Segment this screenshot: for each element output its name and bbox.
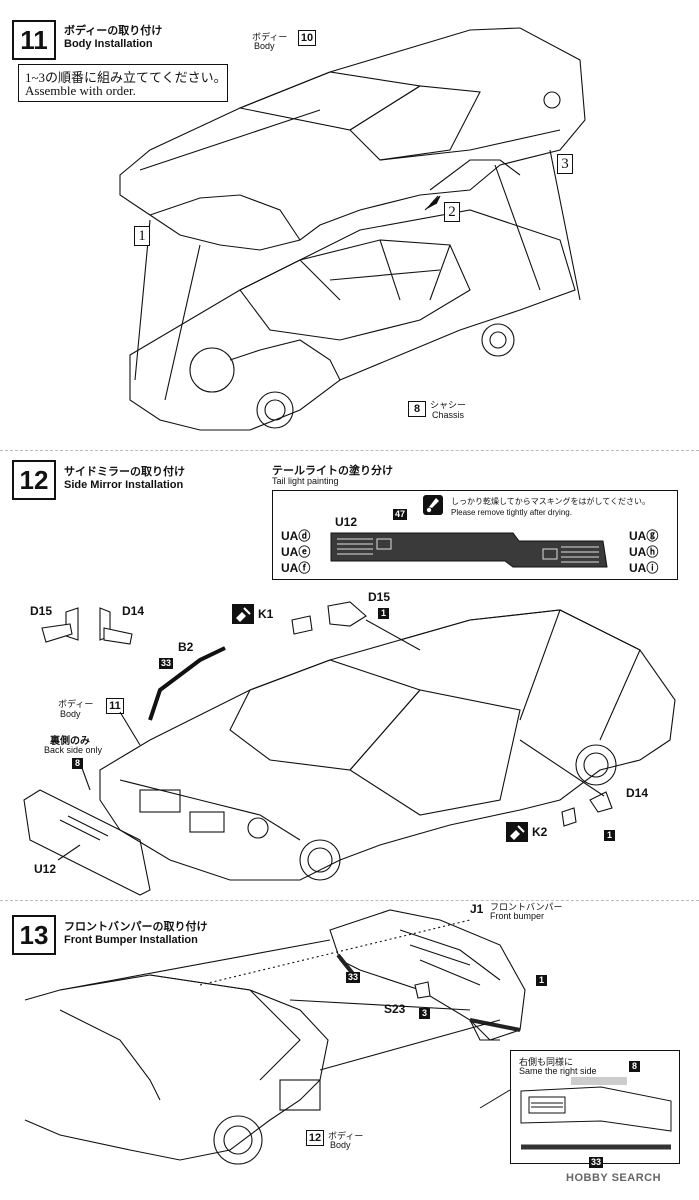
body-label-en-13: Body (330, 1140, 351, 1150)
right-side-jp: 右側も同様に (519, 1057, 574, 1067)
tail-light-shape (330, 532, 608, 568)
tail-color-left-3: UAⓕ (281, 561, 311, 575)
back-side-en: Back side only (44, 745, 103, 755)
watermark: HOBBY SEARCH (566, 1172, 662, 1184)
note-en: Assemble with order. (25, 83, 136, 98)
d14-color-number: 1 (604, 830, 615, 841)
tail-color-left-1: UAⓓ (281, 529, 311, 543)
bumper-color-1: 1 (536, 975, 547, 986)
b2-part-label: B2 (178, 640, 194, 654)
assembly-order-note: 1~3の順番に組み立ててください。 Assemble with order. (18, 64, 228, 102)
d15-color-number: 1 (378, 608, 389, 619)
step-12-number: 12 (12, 460, 56, 500)
step-12-title-jp: サイドミラーの取り付け (64, 466, 185, 478)
step-11-title-en: Body Installation (64, 38, 153, 50)
right-color-bottom: 33 (589, 1157, 603, 1168)
step-11-title-jp: ボディーの取り付け (64, 25, 163, 37)
back-color-number: 8 (72, 758, 83, 769)
body-part-number-12: 11 (106, 698, 124, 714)
step-11-illustration (119, 27, 586, 431)
right-side-inset: 右側も同様に Same the right side 8 33 (510, 1050, 680, 1168)
tail-color-right-2: UAⓗ (629, 545, 659, 559)
tail-color-number: 47 (393, 509, 407, 520)
body-label-jp-12: ボディー (58, 699, 94, 709)
chassis-label-jp: シャシー (430, 400, 467, 410)
d15-top-label: D15 (368, 590, 391, 604)
u12-part-label: U12 (34, 862, 57, 876)
body-label-en-12: Body (60, 709, 81, 719)
tail-light-panel: しっかり乾燥してからマスキングをはがしてください。 Please remove … (272, 490, 678, 580)
order-3-marker: 3 (557, 154, 573, 174)
k2-part-label: K2 (532, 825, 548, 839)
bumper-color-33: 33 (346, 972, 360, 983)
tail-color-right-1: UAⓖ (629, 529, 659, 543)
j1-label-en: Front bumper (490, 911, 545, 921)
tail-note-jp: しっかり乾燥してからマスキングをはがしてください。 (451, 497, 651, 506)
step-12-title-en: Side Mirror Installation (64, 479, 184, 491)
body-label-jp-13: ボディー (328, 1131, 364, 1141)
tail-light-title-jp: テールライトの塗り分け (272, 465, 393, 477)
b2-color-number: 33 (159, 658, 173, 669)
body-label-en: Body (254, 41, 275, 51)
tail-light-title-en: Tail light painting (272, 476, 339, 486)
body-part-number-13: 12 (306, 1130, 324, 1146)
back-side-jp: 裏側のみ (50, 736, 90, 747)
j1-part-label: J1 (470, 902, 484, 916)
divider-11-12 (0, 450, 699, 451)
chassis-part-number: 8 (408, 401, 426, 417)
d14-part-label: D14 (122, 604, 145, 618)
chassis-label-en: Chassis (432, 410, 465, 420)
right-side-en: Same the right side (519, 1066, 597, 1076)
glue-icon-k1 (232, 604, 254, 624)
step-11-number: 11 (12, 20, 56, 60)
j1-label-jp: フロントバンパー (490, 902, 563, 912)
tail-color-left-2: UAⓔ (281, 545, 311, 559)
step-13-title-en: Front Bumper Installation (64, 934, 198, 946)
order-1-marker: 1 (134, 226, 150, 246)
note-jp: 1~3の順番に組み立ててください。 (25, 70, 227, 85)
d14-right-label: D14 (626, 786, 649, 800)
k1-part-label: K1 (258, 607, 274, 621)
s23-color-number: 3 (419, 1008, 430, 1019)
divider-12-13 (0, 900, 699, 901)
body-label-jp: ボディー (252, 32, 288, 42)
right-side-detail (520, 1077, 672, 1150)
d15-part-label: D15 (30, 604, 53, 618)
tail-note-en: Please remove tightly after drying. (451, 508, 572, 517)
right-color-top: 8 (629, 1061, 640, 1072)
brush-icon (423, 495, 443, 515)
step-13-number: 13 (12, 915, 56, 955)
tail-color-right-3: UAⓘ (629, 561, 659, 575)
s23-part-label: S23 (384, 1002, 406, 1016)
glue-icon-k2 (506, 822, 528, 842)
body-part-number: 10 (298, 30, 316, 46)
order-2-marker: 2 (444, 202, 460, 222)
step-13-title-jp: フロントバンパーの取り付け (64, 921, 208, 933)
tail-part-label: U12 (335, 515, 358, 529)
